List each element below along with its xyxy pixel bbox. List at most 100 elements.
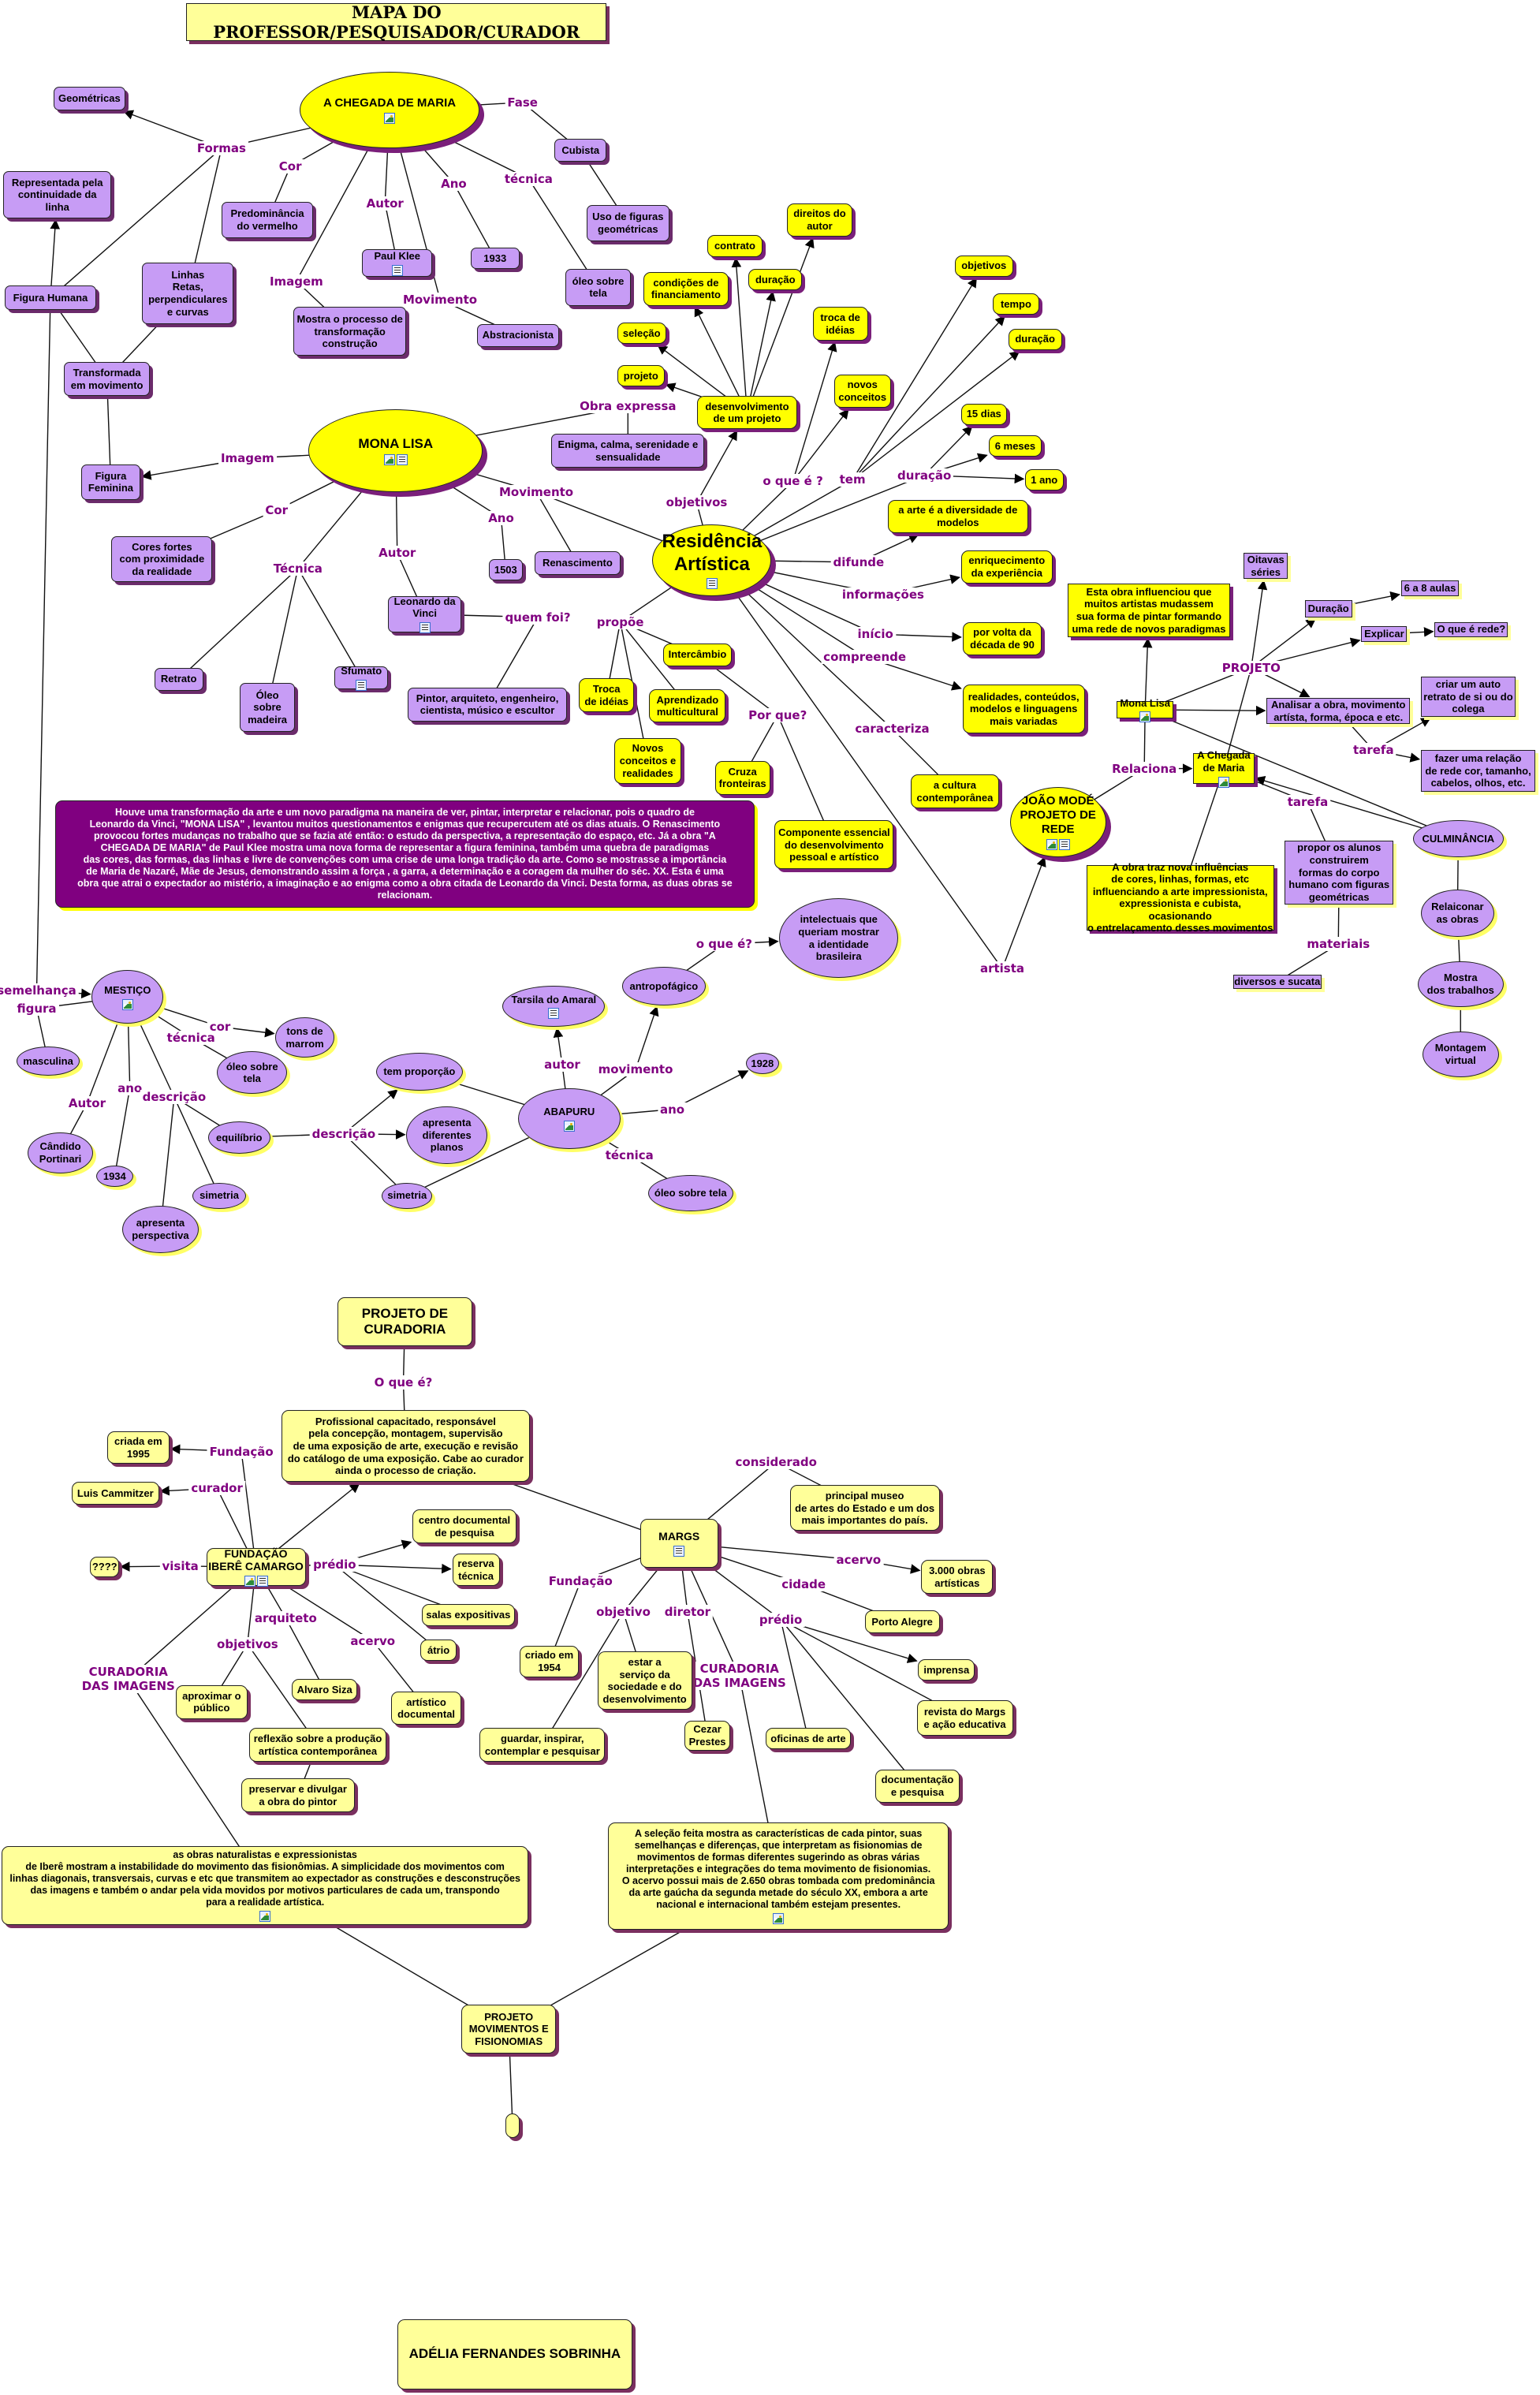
concept-node-fh[interactable]: Figura Humana (4, 285, 97, 311)
image-attachment-icon[interactable] (259, 1910, 271, 1922)
concept-node-dur2[interactable]: duração (1008, 328, 1062, 350)
concept-node-cores[interactable]: Cores fortes com proximidade da realidad… (111, 536, 213, 583)
concept-node-tars[interactable]: Tarsila do Amaral (502, 985, 606, 1027)
concept-node-equi[interactable]: equilíbrio (207, 1121, 270, 1154)
concept-node-arte[interactable]: a arte é a diversidade de modelos (887, 499, 1028, 534)
document-attachment-icon[interactable] (396, 454, 408, 466)
concept-node-oleo3[interactable]: óleo sobre tela (217, 1051, 288, 1095)
concept-node-persp[interactable]: apresenta perspectiva (122, 1205, 199, 1253)
concept-node-c1995[interactable]: criada em 1995 (106, 1431, 170, 1464)
concept-node-sel[interactable]: seleção (617, 322, 666, 344)
concept-node-qqq[interactable]: ???? (90, 1557, 120, 1577)
concept-node-pmf[interactable]: PROJETO MOVIMENTOS E FISIONOMIAS (461, 2005, 557, 2054)
concept-node-tons[interactable]: tons de marrom (274, 1017, 335, 1058)
concept-node-enriq[interactable]: enriquecimento da experiência (960, 550, 1053, 584)
concept-node-intel[interactable]: intelectuais que queriam mostrar a ident… (779, 898, 899, 978)
concept-node-dur1[interactable]: duração (748, 269, 803, 291)
concept-node-contr[interactable]: contrato (707, 235, 763, 257)
concept-node-artdoc[interactable]: artístico documental (391, 1691, 462, 1725)
concept-node-cub[interactable]: Cubista (554, 139, 607, 162)
concept-node-princ[interactable]: principal museo de artes do Estado e um … (789, 1485, 940, 1531)
image-attachment-icon[interactable] (773, 1913, 785, 1925)
concept-node-uso[interactable]: Uso de figuras geométricas (587, 204, 669, 242)
concept-node-rep[interactable]: Representada pela continuidade da linha (2, 171, 112, 219)
concept-node-abap[interactable]: ABAPURU (517, 1087, 621, 1149)
concept-node-poa[interactable]: Porto Alegre (864, 1610, 940, 1634)
concept-node-linhas[interactable]: Linhas Retas, perpendiculares e curvas (142, 263, 234, 324)
concept-node-proj[interactable]: projeto (617, 365, 665, 387)
concept-node-salas[interactable]: salas expositivas (421, 1604, 515, 1626)
document-attachment-icon[interactable] (356, 679, 367, 691)
image-attachment-icon[interactable] (563, 1120, 575, 1132)
concept-node-sim2[interactable]: simetria (382, 1182, 433, 1209)
concept-node-esta[interactable]: Esta obra influenciou que muitos artista… (1068, 584, 1230, 637)
map-title[interactable]: MAPA DO PROFESSOR/PESQUISADOR/CURADOR (186, 2, 607, 42)
concept-node-troca2[interactable]: Troca de idéias (579, 678, 635, 712)
concept-node-aobra[interactable]: A obra traz nova influências de cores, l… (1086, 861, 1274, 934)
concept-node-author[interactable]: ADÉLIA FERNANDES SOBRINHA (397, 2319, 633, 2390)
concept-node-c1954[interactable]: criado em 1954 (519, 1645, 580, 1678)
concept-node-margs[interactable]: MARGS (639, 1518, 718, 1568)
concept-node-renasc[interactable]: Renascimento (535, 551, 621, 575)
concept-node-mostra[interactable]: Mostra o processo de transformação const… (293, 307, 407, 356)
concept-node-obras3000[interactable]: 3.000 obras artísticas (921, 1560, 994, 1594)
concept-node-geo[interactable]: Geométricas (53, 87, 125, 110)
concept-node-impr[interactable]: imprensa (918, 1659, 975, 1681)
concept-node-para[interactable]: Houve uma transformação da arte e um nov… (54, 800, 755, 908)
concept-node-aprox[interactable]: aproximar o público (175, 1685, 248, 1719)
concept-node-monal[interactable]: Mona Lisa (1117, 697, 1173, 723)
concept-node-d15[interactable]: 15 dias (960, 403, 1007, 425)
concept-node-m6[interactable]: 6 meses (988, 435, 1042, 457)
concept-node-rede[interactable]: O que é rede? (1434, 621, 1508, 637)
concept-node-tempo[interactable]: tempo (993, 293, 1039, 315)
concept-node-ra[interactable]: Residência Artística (652, 524, 772, 596)
concept-node-reserva[interactable]: reserva técnica (452, 1554, 500, 1587)
concept-node-relac[interactable]: Relaiconar as obras (1420, 889, 1494, 937)
concept-node-dir[interactable]: direitos do autor (786, 203, 853, 237)
concept-node-dev[interactable]: desenvolvimento de um projeto (696, 395, 798, 430)
concept-node-abstr[interactable]: Abstracionista (476, 323, 560, 347)
concept-node-luis[interactable]: Luis Cammitzer (72, 1482, 159, 1505)
concept-node-fazer[interactable]: fazer uma relação de rede cor, tamanho, … (1420, 750, 1536, 792)
concept-node-compo[interactable]: Componente essencial do desenvolvimento … (774, 820, 894, 870)
image-attachment-icon[interactable] (244, 1576, 255, 1587)
concept-node-fib[interactable]: FUNDAÇÃO IBERÊ CAMARGO (206, 1547, 306, 1587)
concept-node-alvaro[interactable]: Alvaro Siza (292, 1679, 358, 1701)
concept-node-cand[interactable]: Cândido Portinari (27, 1132, 94, 1173)
concept-node-y1503[interactable]: 1503 (489, 559, 523, 581)
concept-node-troca1[interactable]: troca de idéias (812, 307, 868, 341)
concept-node-box1[interactable]: as obras naturalistas e expressionistas … (1, 1845, 529, 1926)
concept-node-preserv[interactable]: preservar e divulgar a obra do pintor (241, 1778, 355, 1812)
concept-node-retrato[interactable]: Retrato (154, 667, 203, 691)
concept-node-novosc[interactable]: Novos conceitos e realidades (613, 737, 682, 784)
concept-node-chm[interactable]: A Chegada de Maria (1193, 749, 1255, 788)
concept-node-y1928[interactable]: 1928 (745, 1052, 780, 1075)
concept-node-sim1[interactable]: simetria (192, 1182, 246, 1209)
concept-node-dec90[interactable]: por volta da década de 90 (962, 621, 1042, 656)
concept-node-oit[interactable]: Oitavas séries (1244, 553, 1288, 580)
concept-node-prof[interactable]: Profissional capacitado, responsável pel… (281, 1410, 531, 1483)
image-attachment-icon[interactable] (1046, 838, 1057, 850)
concept-node-mont[interactable]: Montagem virtual (1422, 1031, 1499, 1077)
concept-node-centro[interactable]: centro documental de pesquisa (412, 1509, 516, 1543)
concept-node-anal[interactable]: Analisar a obra, movimento artísta, form… (1266, 698, 1411, 725)
concept-node-joao[interactable]: JOÃO MODÉ PROJETO DE REDE (1009, 786, 1106, 857)
concept-node-objv[interactable]: objetivos (954, 255, 1013, 277)
concept-node-box2[interactable]: A seleção feita mostra as característica… (608, 1822, 949, 1931)
image-attachment-icon[interactable] (1217, 776, 1229, 788)
concept-node-pc[interactable]: PROJETO DE CURADORIA (337, 1296, 472, 1346)
concept-node-y1934[interactable]: 1934 (96, 1166, 133, 1188)
concept-node-dur3[interactable]: Duração (1304, 600, 1352, 617)
concept-node-ofic[interactable]: oficinas de arte (765, 1728, 852, 1750)
concept-node-oleo1[interactable]: óleo sobre tela (565, 269, 632, 306)
document-attachment-icon[interactable] (391, 264, 403, 276)
concept-node-aulas[interactable]: 6 a 8 aulas (1400, 580, 1460, 596)
image-attachment-icon[interactable] (1139, 711, 1151, 723)
concept-node-masc[interactable]: masculina (17, 1046, 80, 1076)
concept-node-enig[interactable]: Enigma, calma, serenidade e sensualidade (551, 434, 705, 468)
concept-node-a1[interactable]: 1 ano (1025, 468, 1064, 491)
concept-node-mest[interactable]: MESTIÇO (91, 970, 164, 1024)
concept-node-expl[interactable]: Explicar (1361, 626, 1408, 642)
concept-node-div[interactable]: diversos e sucata (1232, 975, 1322, 989)
concept-node-criar[interactable]: criar um auto retrato de si ou do colega (1420, 677, 1516, 717)
